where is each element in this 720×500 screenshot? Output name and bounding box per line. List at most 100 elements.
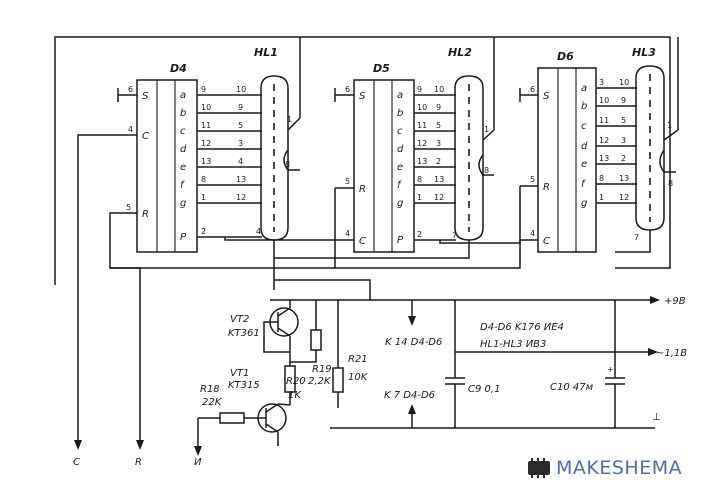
indicator-name: HL1 (254, 46, 278, 59)
pin-number: 9 (417, 85, 422, 94)
pin-number: 2 (417, 230, 422, 239)
input-i-arrow (194, 446, 202, 456)
pin-number: 2 (201, 227, 206, 236)
pin-number: 5 (436, 121, 441, 130)
note-indicator-type: HL1-HL3 ИВ3 (480, 339, 546, 350)
pin-label: R (543, 182, 550, 193)
r19-label: R19 (312, 364, 332, 375)
wire-d4-p-to-d5-c (224, 237, 335, 241)
pin-number: 10 (619, 78, 629, 87)
seg-label: c (581, 121, 587, 132)
pin-label: S (142, 91, 149, 102)
arrow-1-1v (648, 348, 658, 356)
pin-number: 13 (619, 174, 629, 183)
seg-label: d (180, 144, 187, 155)
indicator-hl3: HL3 10 9 5 3 2 13 12 7 1 8 (619, 46, 679, 242)
wire-hl3-p (615, 230, 651, 253)
chip-name: D4 (170, 62, 187, 75)
chip-logo-icon (528, 458, 550, 478)
vt1-type: KT315 (228, 380, 260, 391)
seg-wires (225, 94, 262, 238)
pin-label: C (543, 236, 550, 247)
reset-bus-wire (109, 188, 336, 269)
r19-val: 2,2K (308, 376, 332, 387)
pin-label: C (359, 236, 366, 247)
seg-wires (622, 87, 637, 204)
r18-val: 22K (202, 397, 223, 408)
pin-number: 13 (417, 157, 427, 166)
pin-number: 12 (434, 193, 444, 202)
pin-number: 12 (201, 139, 211, 148)
pin-label: S (543, 91, 550, 102)
pin-number: 10 (599, 96, 609, 105)
seg-label: a (581, 83, 587, 94)
input-c-arrow (74, 440, 82, 450)
chip-d6: D6 6 S 5 R 4 C a b c d e f g 3 10 11 12 … (519, 50, 622, 253)
pin-number: 13 (236, 175, 246, 184)
pin-number: 13 (599, 154, 609, 163)
pin-number: 1 (599, 193, 604, 202)
seg-label: c (180, 126, 186, 137)
pin-number: 7 (452, 231, 457, 240)
seg-label: e (581, 159, 587, 170)
pin-number: 9 (201, 85, 206, 94)
indicator-name: HL2 (448, 46, 472, 59)
pin-label: C (142, 131, 149, 142)
top-bus-wire (54, 36, 671, 285)
pin-number: 1 (287, 115, 292, 124)
chip-right-pins (414, 94, 440, 241)
pin-number: 8 (484, 166, 489, 175)
watermark-text: SHEMA (611, 457, 683, 479)
seg-label: a (397, 90, 403, 101)
vt2-label: VT2 (230, 314, 249, 325)
pin-number: 5 (126, 203, 131, 212)
arrow-pin14 (408, 316, 416, 326)
pin-number: 4 (128, 125, 133, 134)
watermark: MAKE SHEMA (528, 456, 682, 480)
chip-name: D6 (557, 50, 574, 63)
rail-9v-label: +9B (664, 296, 686, 307)
indicator-name: HL3 (632, 46, 656, 59)
seg-label: b (397, 108, 403, 119)
pin-number: 4 (256, 227, 261, 236)
pin-number: 3 (599, 78, 604, 87)
pin-number: 1 (484, 125, 489, 134)
note-pin14: K 14 D4-D6 (385, 337, 442, 348)
pin-number: 8 (599, 174, 604, 183)
grid-bus-wire (273, 240, 470, 300)
input-r-label: R (135, 457, 142, 468)
pin-number: 11 (599, 116, 609, 125)
pin-label: R (359, 184, 366, 195)
indicator-hl1: HL1 10 9 5 3 4 13 12 4 1 8 (225, 46, 301, 241)
c9-label: C9 0,1 (468, 384, 500, 395)
pin-number: 10 (236, 85, 246, 94)
capacitor-c9: C9 0,1 (445, 300, 500, 428)
input-c-label: C (73, 457, 80, 468)
capacitor-c10: + C10 47м (550, 300, 625, 428)
note-chips-type: D4-D6 K176 ИЕ4 (480, 322, 564, 333)
seg-label: a (180, 90, 186, 101)
pin-number: 10 (417, 103, 427, 112)
seg-label: c (397, 126, 403, 137)
pin-label: S (359, 91, 366, 102)
pin-number: 3 (238, 139, 243, 148)
pin-number: 10 (434, 85, 444, 94)
seg-label: f (581, 179, 586, 190)
indicator-hl2: HL2 10 9 5 3 2 13 12 7 1 8 (434, 46, 495, 241)
seg-label: d (397, 144, 404, 155)
pin-number: 13 (434, 175, 444, 184)
r20-label: R20 (286, 376, 306, 387)
pin-number: 8 (285, 160, 290, 169)
pin-number: 6 (128, 85, 133, 94)
pin-number: 1 (667, 121, 672, 130)
resistor-r-vt2 (290, 300, 322, 363)
seg-label: e (180, 162, 186, 173)
pin-number: 7 (634, 233, 639, 242)
vt1-label: VT1 (230, 368, 249, 379)
seg-label: g (180, 198, 186, 209)
transistor-vt1: VT1 KT315 (228, 368, 291, 446)
clock-input-wire (77, 134, 118, 440)
seg-label: b (581, 101, 587, 112)
rail-gnd-label: ⊥ (652, 412, 661, 423)
pin-number: 9 (621, 96, 626, 105)
